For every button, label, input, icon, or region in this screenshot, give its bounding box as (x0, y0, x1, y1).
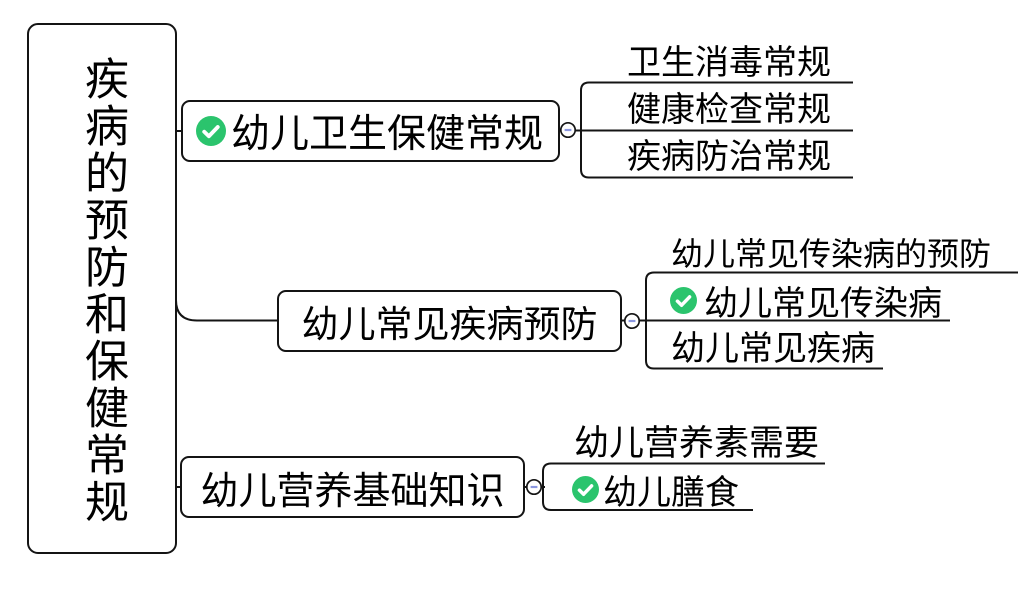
branch-node-nutrition-basics[interactable]: 幼儿营养基础知识 (180, 456, 525, 518)
leaf-node-disease-control[interactable]: 疾病防治常规 (627, 139, 831, 176)
collapse-toggle-icon[interactable] (559, 121, 577, 139)
leaf-node-common-diseases[interactable]: 幼儿常见疾病 (671, 331, 875, 368)
check-icon (572, 476, 599, 503)
branch-node-hygiene-care[interactable]: 幼儿卫生保健常规 (181, 100, 560, 162)
edge-root-branch2 (175, 299, 278, 322)
leaf-node-label: 幼儿膳食 (603, 475, 739, 512)
root-node[interactable]: 疾病的预防和保健常规 (27, 23, 177, 554)
collapse-toggle-icon[interactable] (623, 312, 641, 330)
leaf-node-infectious-diseases[interactable]: 幼儿常见传染病 (670, 282, 942, 323)
check-icon (670, 287, 697, 314)
leaf-node-label: 幼儿常见传染病 (704, 286, 942, 323)
check-icon (196, 116, 226, 146)
root-node-label: 疾病的预防和保健常规 (78, 55, 127, 526)
leaf-node-health-check[interactable]: 健康检查常规 (627, 92, 831, 129)
leaf-node-nutrient-needs[interactable]: 幼儿营养素需要 (574, 424, 820, 463)
branch-node-label: 幼儿卫生保健常规 (231, 113, 544, 156)
leaf-node-child-diet[interactable]: 幼儿膳食 (572, 471, 739, 512)
collapse-toggle-icon[interactable] (525, 478, 543, 496)
leaf-node-disinfection[interactable]: 卫生消毒常规 (627, 45, 831, 82)
branch-node-common-disease-prevention[interactable]: 幼儿常见疾病预防 (277, 290, 622, 352)
leaf-node-infectious-prevention[interactable]: 幼儿常见传染病的预防 (671, 236, 992, 272)
branch-node-label: 幼儿营养基础知识 (200, 470, 505, 513)
branch-node-label: 幼儿常见疾病预防 (301, 305, 598, 346)
